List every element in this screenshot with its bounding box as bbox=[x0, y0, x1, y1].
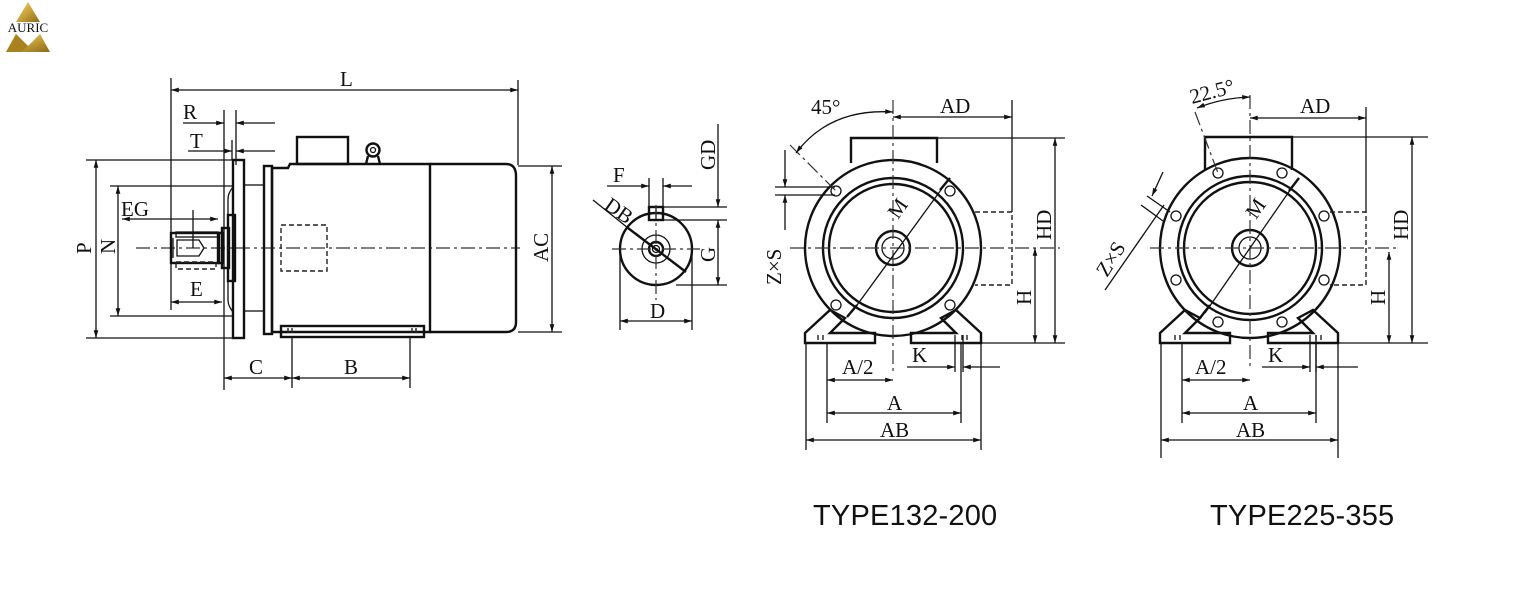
label-H-1: H bbox=[1012, 290, 1036, 305]
label-AC: AC bbox=[529, 233, 553, 262]
label-B: B bbox=[344, 355, 358, 379]
label-AD-2: AD bbox=[1300, 94, 1330, 118]
label-angle-22-5: 22.5° bbox=[1187, 74, 1237, 109]
caption-type225-355: TYPE225-355 bbox=[1210, 500, 1395, 532]
label-K-2: K bbox=[1268, 343, 1283, 367]
label-AD-1: AD bbox=[940, 94, 970, 118]
label-angle-45: 45° bbox=[811, 95, 840, 119]
label-F: F bbox=[613, 163, 625, 187]
label-T: T bbox=[190, 129, 203, 153]
label-A-half-1: A/2 bbox=[842, 355, 874, 379]
label-A-2: A bbox=[1243, 391, 1259, 415]
label-R: R bbox=[183, 100, 197, 124]
front-view-type225-355: 22.5° M Z×S AD HD H A/2 A AB bbox=[1091, 74, 1428, 458]
label-EG: EG bbox=[121, 197, 149, 221]
caption-type132-200: TYPE132-200 bbox=[813, 500, 998, 532]
label-HD-1: HD bbox=[1032, 210, 1056, 240]
label-A-half-2: A/2 bbox=[1195, 355, 1227, 379]
shaft-end-view: DB F GD G D bbox=[592, 124, 727, 330]
label-M: M bbox=[882, 194, 913, 223]
bolt-holes bbox=[830, 185, 956, 311]
label-N: N bbox=[96, 239, 120, 254]
label-A-1: A bbox=[887, 391, 903, 415]
label-K-1: K bbox=[912, 343, 927, 367]
label-G: G bbox=[696, 247, 720, 262]
label-GD: GD bbox=[696, 140, 720, 170]
label-E: E bbox=[190, 277, 203, 301]
label-M-2: M bbox=[1240, 194, 1271, 223]
auric-logo: AURIC bbox=[6, 2, 50, 52]
label-ZxS: Z×S bbox=[762, 249, 786, 285]
label-AB-1: AB bbox=[880, 418, 909, 442]
label-D: D bbox=[650, 299, 665, 323]
side-view: L R T P N EG E C B bbox=[72, 67, 562, 390]
logo-text: AURIC bbox=[8, 20, 48, 35]
label-C: C bbox=[249, 355, 263, 379]
label-H-2: H bbox=[1366, 290, 1390, 305]
label-ZxS-2: Z×S bbox=[1091, 237, 1131, 281]
label-HD-2: HD bbox=[1389, 210, 1413, 240]
bolt-holes-8 bbox=[1170, 167, 1330, 328]
label-P: P bbox=[72, 242, 96, 254]
label-AB-2: AB bbox=[1236, 418, 1265, 442]
front-view-type132-200: 45° M Z×S AD HD H A/2 A AB bbox=[762, 94, 1065, 450]
label-L: L bbox=[340, 67, 353, 91]
